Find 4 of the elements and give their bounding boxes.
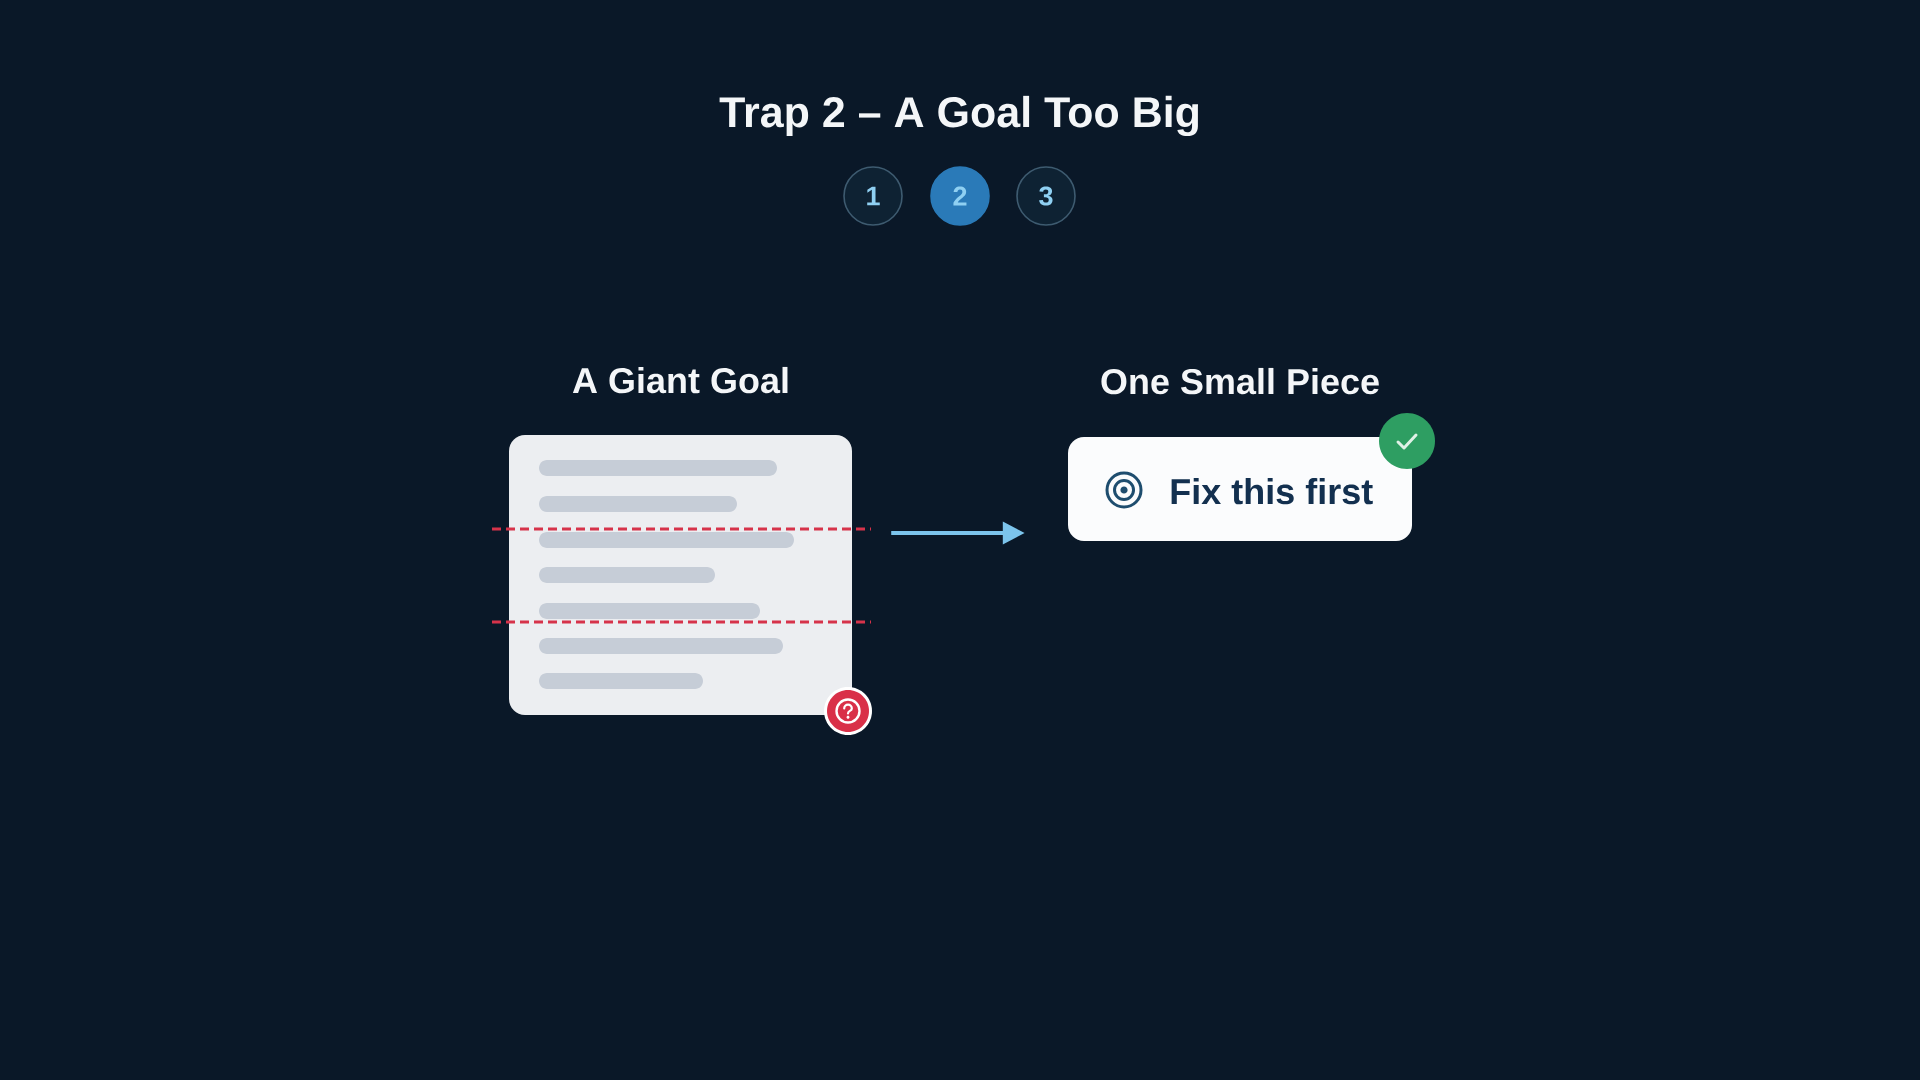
heading: One Small Piece bbox=[1101, 367, 1379, 395]
task-card: Fix this first bbox=[1068, 437, 1412, 541]
heading: A Giant Goal bbox=[572, 366, 788, 394]
title: Trap 2 – A Goal Too Big bbox=[719, 95, 1198, 137]
